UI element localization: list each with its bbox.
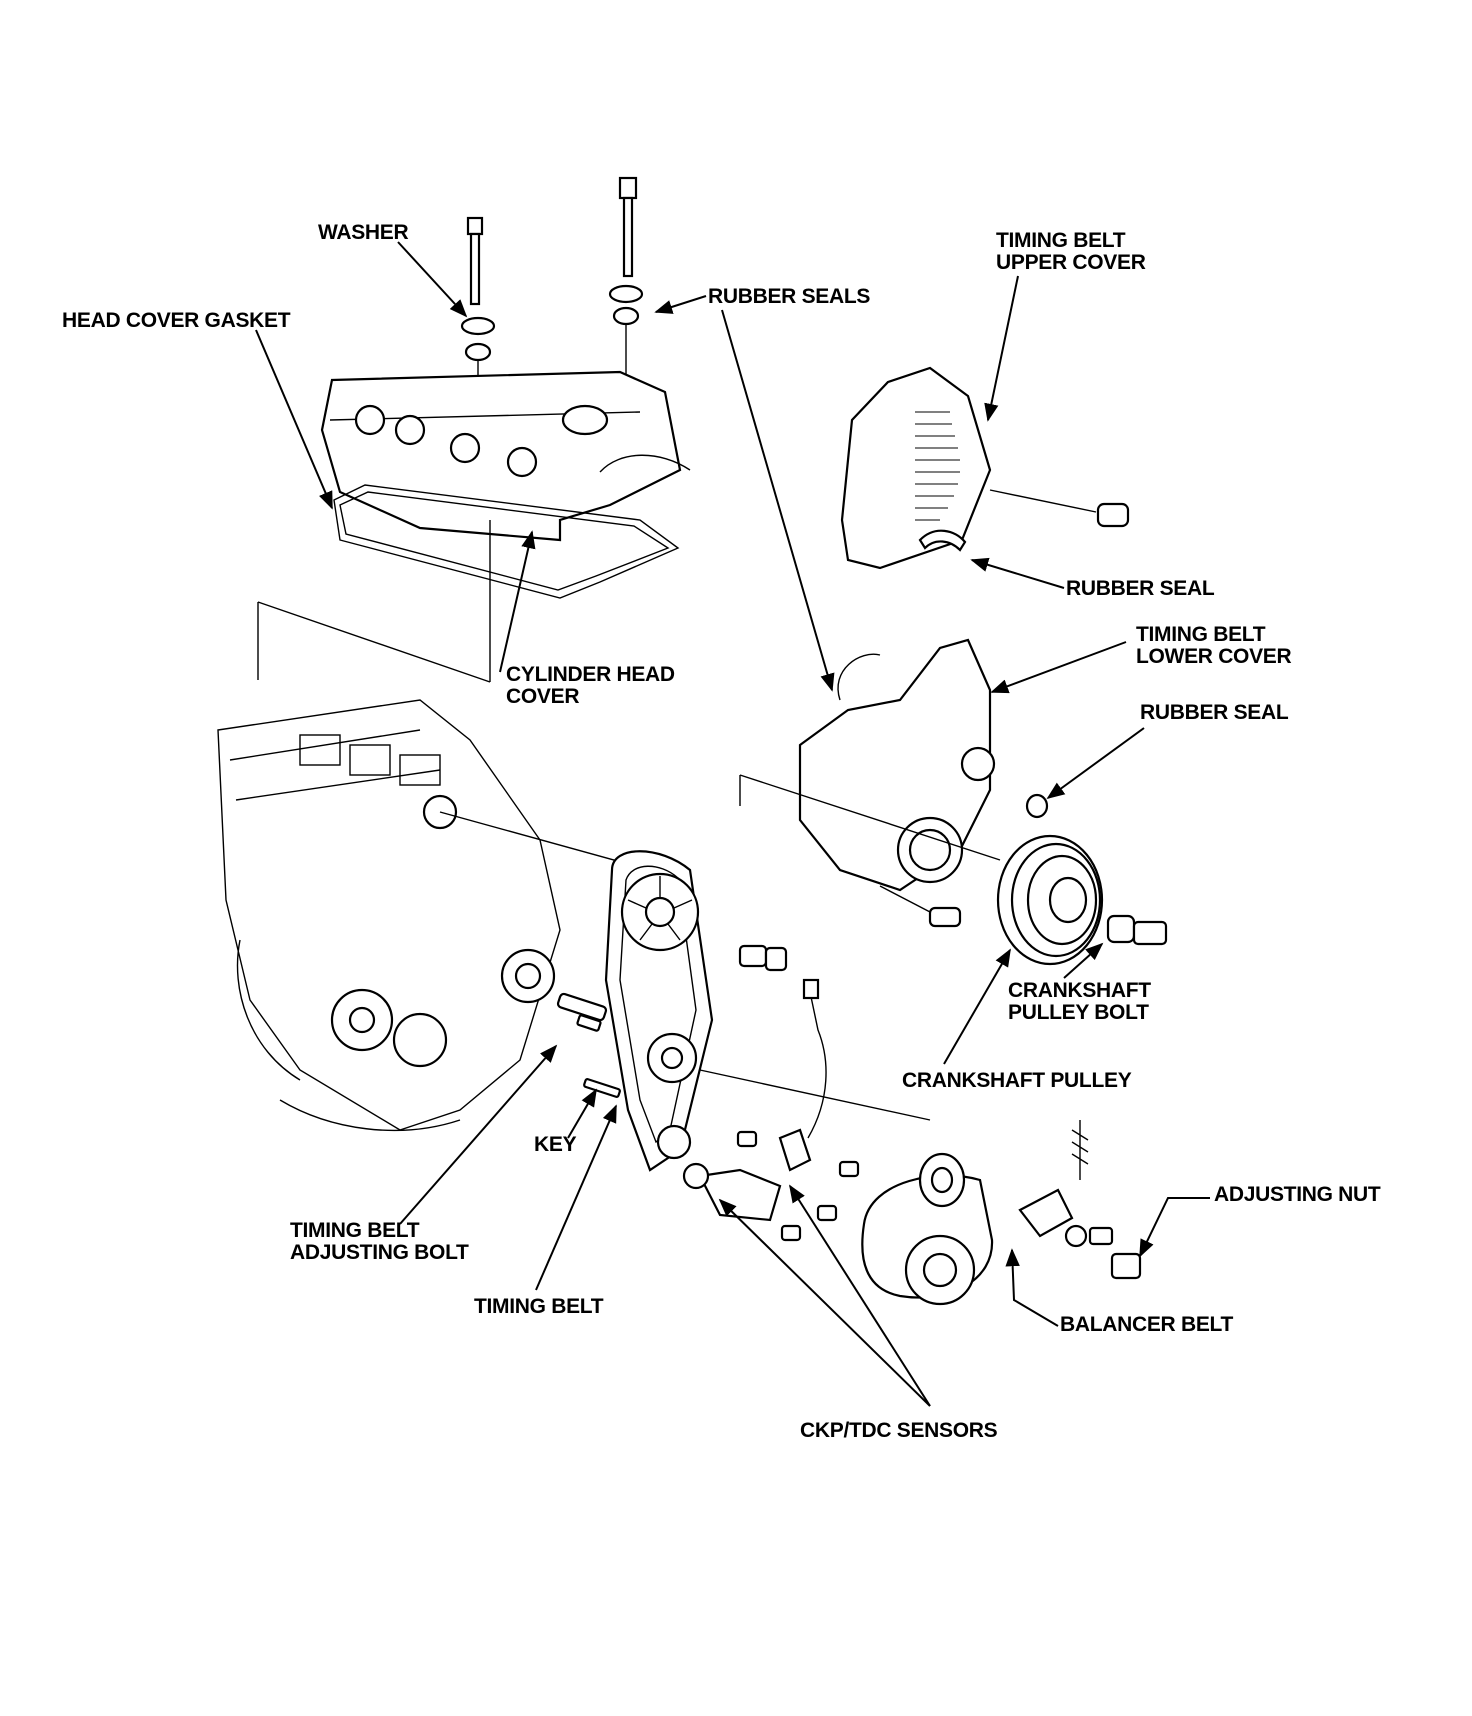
engine-block-art xyxy=(217,699,651,1132)
label-crankshaft-pulley-bolt-line2: PULLEY BOLT xyxy=(1008,1001,1149,1024)
timing-belt-art xyxy=(604,850,931,1172)
label-ckp-tdc-sensors: CKP/TDC SENSORS xyxy=(800,1419,998,1442)
lower-cover-art xyxy=(739,638,1049,928)
balancer-belt-art xyxy=(861,1120,1142,1306)
label-timing-belt: TIMING BELT xyxy=(474,1295,604,1318)
crankshaft-pulley-art xyxy=(996,834,1168,966)
label-rubber-seals: RUBBER SEALS xyxy=(708,285,871,308)
adjusting-bolt-art xyxy=(556,992,621,1098)
label-washer: WASHER xyxy=(318,221,409,244)
label-crankshaft-pulley-bolt-line1: CRANKSHAFT xyxy=(1008,979,1151,1002)
label-cylinder-head-cover-line1: CYLINDER HEAD xyxy=(506,663,675,686)
label-timing-belt-upper-cover-line1: TIMING BELT xyxy=(996,229,1126,252)
label-head-cover-gasket: HEAD COVER GASKET xyxy=(62,309,291,332)
label-timing-belt-lower-cover-line1: TIMING BELT xyxy=(1136,623,1266,646)
label-rubber-seal-lower: RUBBER SEAL xyxy=(1140,701,1289,724)
label-adjusting-nut: ADJUSTING NUT xyxy=(1214,1183,1381,1206)
label-cylinder-head-cover-line2: COVER xyxy=(506,685,580,708)
label-crankshaft-pulley: CRANKSHAFT PULLEY xyxy=(902,1069,1132,1092)
label-timing-belt-upper-cover-line2: UPPER COVER xyxy=(996,251,1146,274)
cylinder-head-cover-art xyxy=(257,176,691,683)
label-rubber-seal-upper: RUBBER SEAL xyxy=(1066,577,1215,600)
label-timing-belt-lower-cover-line2: LOWER COVER xyxy=(1136,645,1292,668)
leader-arrows xyxy=(255,241,1210,1407)
upper-cover-art xyxy=(840,366,1130,570)
label-balancer-belt: BALANCER BELT xyxy=(1060,1313,1234,1336)
label-key: KEY xyxy=(534,1133,577,1156)
label-timing-belt-adjusting-bolt-line1: TIMING BELT xyxy=(290,1219,420,1242)
label-timing-belt-adjusting-bolt-line2: ADJUSTING BOLT xyxy=(290,1241,469,1264)
